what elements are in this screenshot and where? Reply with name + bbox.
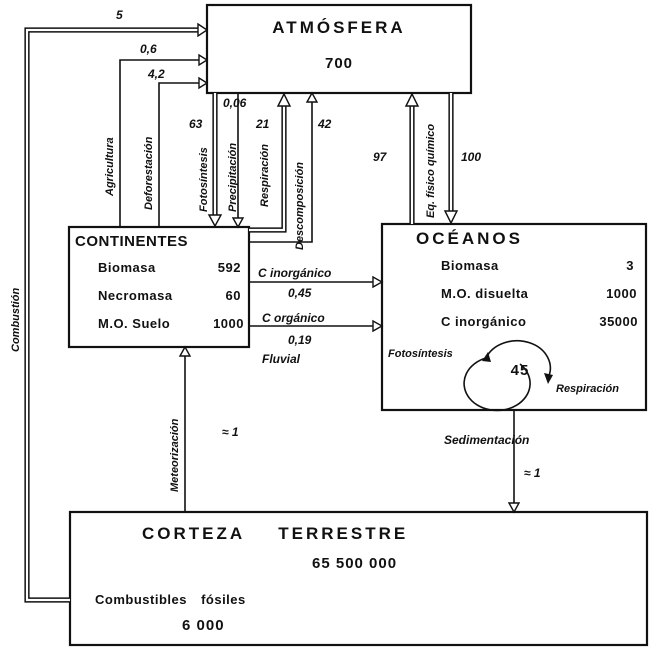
decomposition-label: Descomposición — [294, 162, 306, 250]
organic-carbon-arrow — [249, 319, 384, 333]
organic-value: 0,19 — [288, 333, 312, 347]
ocean-up-value: 97 — [373, 150, 388, 164]
atmosphere-to-ocean-arrow — [443, 93, 459, 225]
oceans-row-label: Biomasa — [441, 258, 499, 273]
photosynthesis-value: 63 — [189, 117, 203, 131]
photosynthesis-arrow — [207, 93, 223, 228]
crust-box — [68, 510, 649, 647]
precipitation-value: 0,06 — [223, 96, 247, 110]
sedimentation-label: Sedimentación — [444, 433, 529, 447]
sedimentation-value: ≈ 1 — [524, 466, 541, 480]
fluvial-label: Fluvial — [262, 352, 301, 366]
continents-row-label: Necromasa — [98, 288, 173, 303]
continents-row-label: Biomasa — [98, 260, 156, 275]
crust-title: CORTEZA TERRESTRE — [142, 524, 408, 543]
respiration-arrow — [249, 92, 292, 233]
fossil-fuels-label: Combustibles fósiles — [95, 592, 246, 607]
ocean-down-value: 100 — [461, 150, 481, 164]
oceans-row-value: 3 — [626, 258, 634, 273]
combustion-label: Combustión — [10, 288, 22, 352]
combustion-arrow — [24, 22, 209, 603]
continents-row-value: 1000 — [213, 316, 244, 331]
atmosphere-box — [205, 3, 473, 95]
agriculture-label: Agricultura — [104, 137, 116, 197]
oceans-box — [380, 222, 648, 412]
continents-row-value: 592 — [218, 260, 241, 275]
ocean-respiration-label: Respiración — [556, 383, 619, 395]
continents-title: CONTINENTES — [75, 233, 188, 250]
crust-value: 65 500 000 — [312, 555, 397, 572]
respiration-value: 21 — [255, 117, 270, 131]
precipitation-arrow — [231, 93, 245, 229]
continents-box — [67, 225, 251, 349]
weathering-value: ≈ 1 — [222, 425, 239, 439]
oceans-row-label: M.O. disuelta — [441, 286, 529, 301]
inorganic-label: C inorgánico — [258, 266, 331, 280]
oceans-row-value: 1000 — [606, 286, 637, 301]
oceans-title: OCÉANOS — [416, 229, 523, 248]
inorganic-value: 0,45 — [288, 286, 312, 300]
decomposition-arrow — [249, 91, 319, 243]
continents-row-value: 60 — [226, 288, 241, 303]
fossil-fuels-value: 6 000 — [182, 617, 225, 634]
physchem-label: Eq. físico químico — [425, 124, 437, 218]
atmosphere-title: ATMÓSFERA — [272, 18, 405, 37]
deforestation-value: 4,2 — [147, 67, 165, 81]
ocean-cycle-value: 45 — [511, 362, 530, 379]
respiration-label: Respiración — [259, 144, 271, 207]
sedimentation-arrow — [507, 410, 521, 514]
oceans-row-label: C inorgánico — [441, 314, 526, 329]
photosynthesis-label: Fotosíntesis — [198, 147, 210, 212]
deforestation-arrow — [158, 76, 209, 227]
agriculture-value: 0,6 — [140, 42, 157, 56]
atmosphere-value: 700 — [325, 55, 353, 72]
continents-row-label: M.O. Suelo — [98, 316, 170, 331]
ocean-to-atmosphere-arrow — [404, 92, 420, 224]
weathering-label: Meteorización — [169, 418, 181, 492]
precipitation-label: Precipitación — [227, 143, 239, 212]
ocean-photosynthesis-label: Fotosíntesis — [388, 348, 453, 360]
decomposition-value: 42 — [317, 117, 332, 131]
oceans-row-value: 35000 — [599, 314, 638, 329]
weathering-arrow — [178, 345, 192, 512]
deforestation-label: Deforestación — [143, 136, 155, 210]
combustion-value: 5 — [116, 8, 123, 22]
agriculture-arrow — [119, 53, 209, 227]
inorganic-carbon-arrow — [249, 275, 384, 289]
ocean-cycle — [463, 339, 553, 412]
organic-label: C orgánico — [262, 311, 325, 325]
